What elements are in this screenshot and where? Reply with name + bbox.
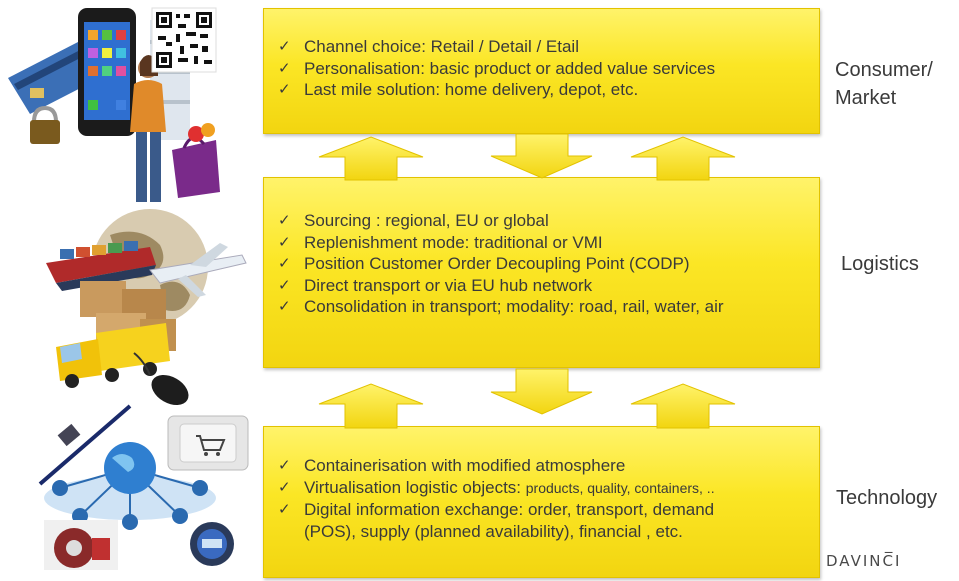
technology-box: Containerisation with modified atmospher… (263, 426, 820, 578)
logistics-box: Sourcing : regional, EU or global Replen… (263, 177, 820, 368)
consumer-market-list: Channel choice: Retail / Detail / Etail … (274, 36, 819, 101)
smartphone-icon (78, 8, 136, 136)
up-arrow-left-lower (318, 383, 424, 429)
truck-image (56, 323, 170, 388)
list-item: Channel choice: Retail / Detail / Etail (274, 36, 819, 58)
network-globe-image (44, 442, 216, 530)
satellite-icon (38, 404, 132, 486)
airplane-image (149, 243, 247, 297)
list-item: Consolidation in transport; modality: ro… (274, 296, 819, 318)
davinci-logo: DAVINC̅I (826, 552, 902, 570)
list-item: Virtualisation logistic objects: product… (274, 477, 819, 500)
shopping-bag-icon (172, 123, 220, 198)
consumer-market-label: Consumer/ Market (835, 56, 933, 112)
list-item: Position Customer Order Decoupling Point… (274, 253, 819, 275)
item-line-1: Digital information exchange: order, tra… (304, 500, 715, 519)
down-arrow-center-lower (490, 368, 593, 415)
logistics-label: Logistics (841, 253, 919, 275)
list-item: Digital information exchange: order, tra… (274, 499, 819, 542)
label-line-2: Market (835, 87, 897, 109)
logistics-list: Sourcing : regional, EU or global Replen… (274, 210, 819, 318)
technology-illustration (38, 404, 249, 570)
list-item: Last mile solution: home delivery, depot… (274, 79, 819, 101)
up-arrow-right-lower (630, 383, 736, 429)
list-item: Direct transport or via EU hub network (274, 275, 819, 297)
tape-roll-image (44, 520, 118, 570)
credit-card-icon (8, 42, 100, 114)
computer-mouse-icon (133, 352, 189, 406)
qr-code-icon (151, 7, 217, 73)
item-detail-text: products, quality, containers, .. (525, 479, 715, 496)
label-line-1: Consumer/ (835, 59, 933, 81)
list-item: Replenishment mode: traditional or VMI (274, 232, 819, 254)
down-arrow-center-upper (490, 133, 593, 179)
list-item: Sourcing : regional, EU or global (274, 210, 819, 232)
sensor-tag-icon (190, 522, 234, 566)
shopping-cart-key-icon (167, 415, 249, 471)
consumer-illustration (8, 7, 220, 202)
up-arrow-right-upper (630, 136, 736, 181)
consumer-market-box: Channel choice: Retail / Detail / Etail … (263, 8, 820, 134)
technology-list: Containerisation with modified atmospher… (274, 455, 819, 542)
up-arrow-left-upper (318, 136, 424, 181)
technology-label: Technology (836, 487, 938, 509)
logistics-illustration (46, 209, 247, 406)
list-item: Personalisation: basic product or added … (274, 58, 819, 80)
item-main-text: Virtualisation logistic objects: (304, 477, 526, 497)
list-item: Containerisation with modified atmospher… (274, 455, 819, 477)
padlock-icon (30, 105, 60, 144)
item-line-2: (POS), supply (planned availability), fi… (304, 521, 683, 541)
